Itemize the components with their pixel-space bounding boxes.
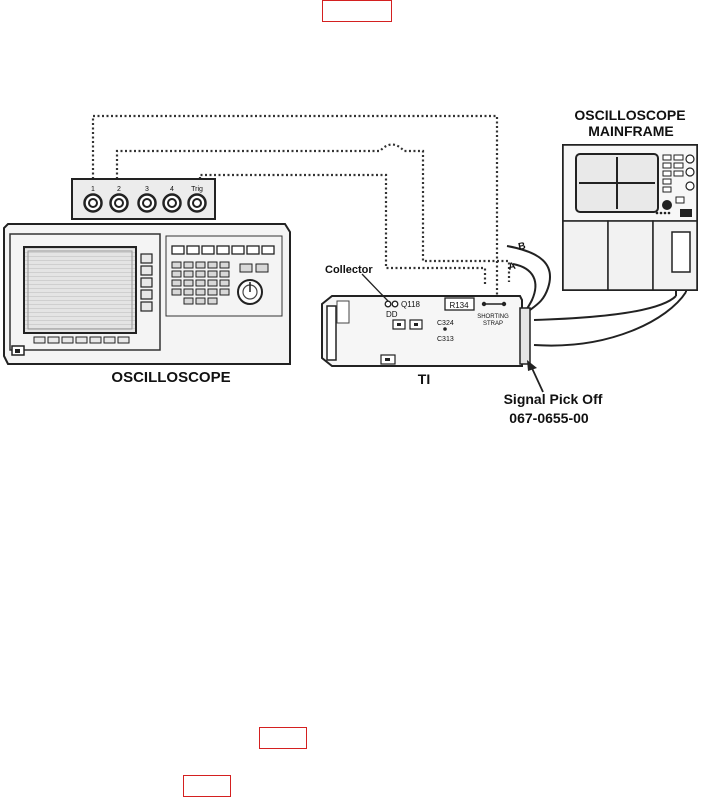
collector-label: Collector [325, 264, 373, 276]
channel-label: 4 [170, 186, 174, 193]
shorting-label-line1: SHORTING [477, 314, 509, 320]
probe-cables [91, 114, 511, 298]
bnc-connector-center [88, 198, 98, 208]
oscilloscope-label: OSCILLOSCOPE [111, 369, 230, 386]
mainframe-label-line1: OSCILLOSCOPE [574, 107, 685, 123]
c324-label: C324 [437, 320, 454, 327]
ti-board [321, 295, 531, 367]
oscilloscope-screen [23, 246, 137, 334]
cable-a-label: A [507, 261, 516, 273]
bnc-connector-center [142, 198, 152, 208]
bnc-connector-center [114, 198, 124, 208]
bnc-connector-center [167, 198, 177, 208]
mainframe-label-line2: MAINFRAME [588, 123, 674, 139]
dd-label: DD [386, 310, 398, 319]
oscilloscope-instrument: 1 2 3 4 Trig [3, 178, 291, 365]
pickoff-label-line2: 067-0655-00 [509, 410, 589, 426]
redacted-box-middle [259, 727, 307, 749]
bnc-connector-center [192, 198, 202, 208]
ti-label: TI [418, 371, 430, 387]
shorting-label-line2: STRAP [483, 321, 503, 327]
cable-b-label: B [517, 241, 526, 253]
pickoff-arrow [527, 360, 544, 393]
q118-label: Q118 [401, 300, 421, 309]
mainframe-instrument [562, 144, 698, 291]
channel-label: 3 [145, 186, 149, 193]
channel-label: Trig [191, 186, 203, 193]
channel-label: 2 [117, 186, 121, 193]
redacted-box-top [322, 0, 392, 22]
pickoff-label-line1: Signal Pick Off [504, 391, 603, 407]
signal-pickoff-connector [519, 307, 531, 365]
r134-label: R134 [449, 301, 469, 310]
c313-label: C313 [437, 336, 454, 343]
collector-leader [361, 273, 389, 302]
channel-label: 1 [91, 186, 95, 193]
channel-connectors: 1 2 3 4 Trig [83, 186, 207, 213]
